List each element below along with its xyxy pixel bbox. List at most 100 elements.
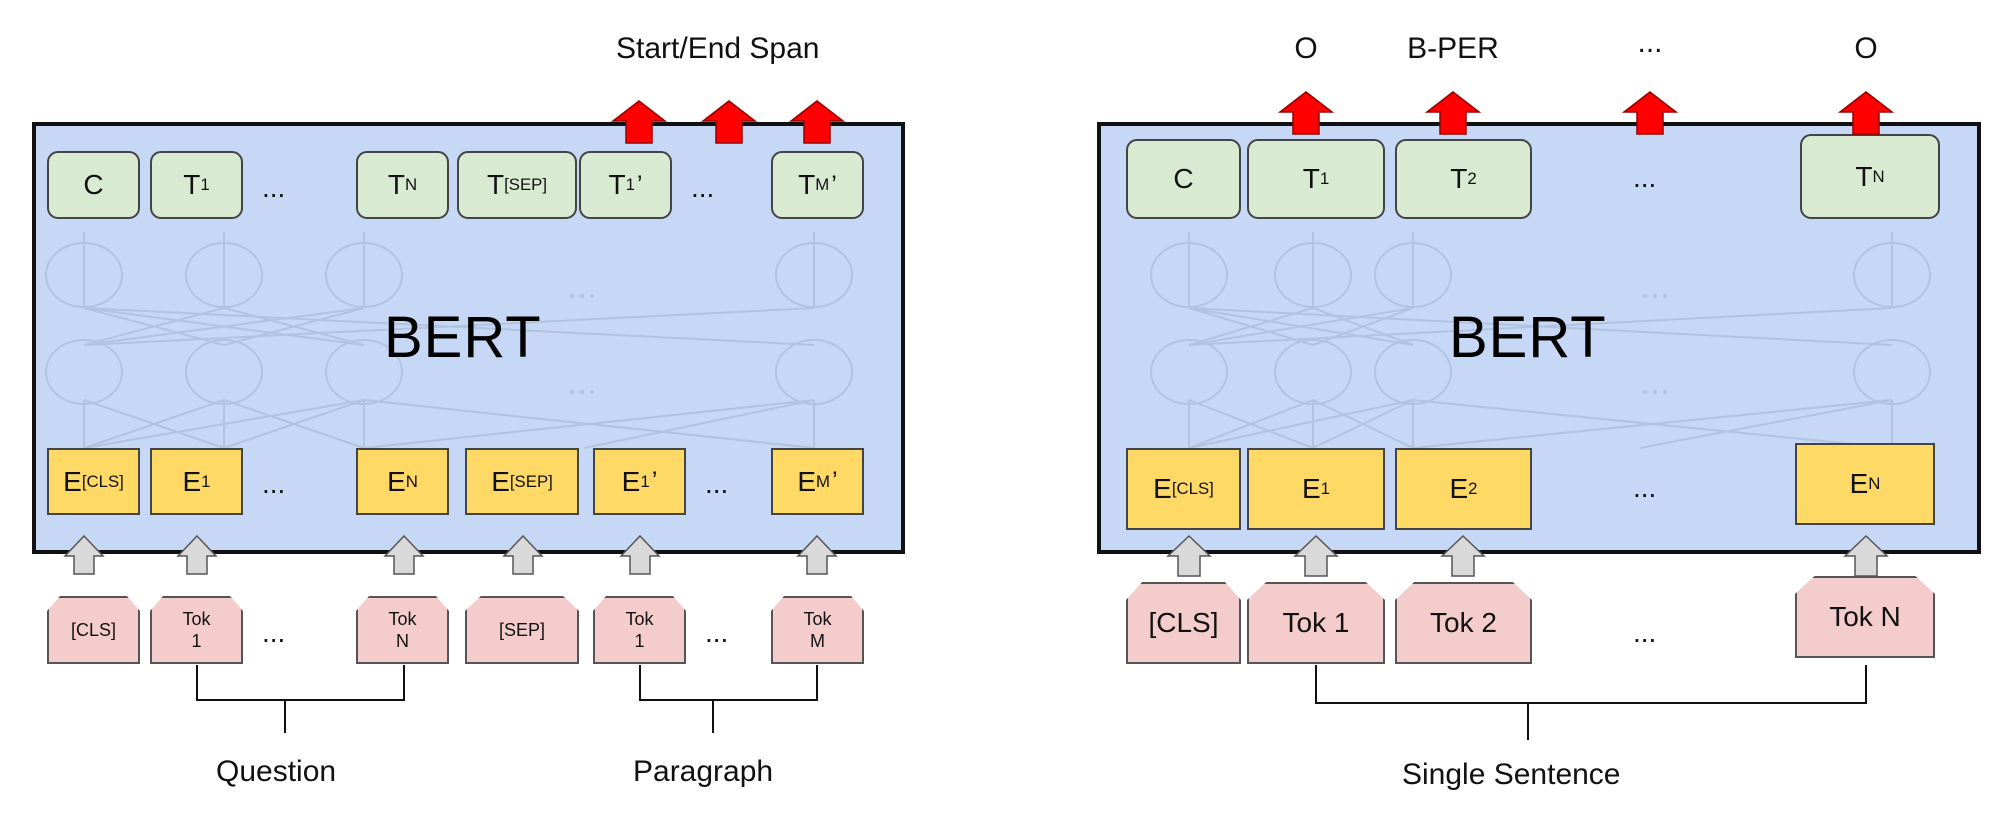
node-label: E — [621, 465, 641, 497]
embedding-node-ecls: E[CLS] — [1126, 448, 1241, 530]
network-background — [1150, 190, 1931, 449]
ellipsis: ... — [262, 617, 286, 648]
question-caption: Question — [216, 755, 337, 788]
node-label: E — [182, 465, 202, 497]
ellipsis: ... — [705, 468, 729, 499]
node-label: E — [1153, 473, 1172, 504]
token-label: Tok 1 — [1282, 607, 1350, 638]
token-tok-2: Tok 2 — [1395, 582, 1532, 664]
node-subscript: 1 — [640, 471, 650, 491]
ellipsis: ... — [705, 617, 729, 648]
node-label: T — [608, 169, 626, 200]
ellipsis: ... — [691, 172, 715, 203]
token-line: N — [395, 631, 409, 651]
token-tok-1: Tok 1 — [1247, 582, 1385, 664]
input-arrow — [176, 534, 218, 575]
arrows-and-brackets — [63, 100, 846, 733]
node-subscript: 2 — [1468, 479, 1478, 498]
token-cls: [CLS] — [47, 596, 140, 664]
paragraph-caption: Paragraph — [633, 755, 774, 788]
embedding-node-ecls: E[CLS] — [47, 448, 140, 515]
ellipsis: ... — [1633, 472, 1657, 503]
ellipsis: ... — [1633, 162, 1657, 193]
node-subscript: M — [815, 175, 830, 194]
input-arrow — [619, 534, 661, 575]
arrows-and-brackets — [1166, 91, 1895, 740]
input-arrow — [1293, 534, 1339, 577]
output-arrow — [1424, 91, 1482, 135]
node-subscript: [CLS] — [81, 471, 124, 491]
node-label: E — [1301, 473, 1321, 504]
question-bracket — [196, 665, 405, 701]
node-label: T — [1855, 160, 1873, 192]
input-arrow — [502, 534, 544, 575]
node-label: E — [387, 465, 406, 497]
input-arrow — [796, 534, 838, 575]
paragraph-bracket — [639, 665, 818, 701]
node-subscript: N — [1872, 166, 1885, 186]
token-tok-n: Tok N — [1795, 576, 1935, 658]
token-line: 1 — [191, 631, 202, 651]
node-subscript: [CLS] — [1171, 479, 1214, 498]
prime-mark: ’ — [651, 467, 658, 495]
node-subscript: [SEP] — [504, 175, 547, 194]
input-arrow — [1440, 534, 1486, 577]
ellipsis: ... — [262, 468, 286, 499]
token-line: Tok — [625, 609, 654, 629]
node-subscript: 1 — [1319, 169, 1330, 188]
output-node-c: C — [1126, 139, 1241, 219]
output-label-o-last: O — [1854, 32, 1878, 65]
output-node-tsep: T[SEP] — [457, 151, 577, 219]
token-label: [CLS] — [1148, 607, 1219, 638]
prime-mark: ’ — [831, 170, 837, 199]
node-subscript: 2 — [1467, 169, 1477, 188]
node-subscript: 1 — [1320, 479, 1331, 498]
output-node-c: C — [47, 151, 140, 219]
token-cls: [CLS] — [1126, 582, 1241, 664]
ellipsis: ... — [1633, 617, 1657, 648]
node-label: T — [1450, 163, 1468, 194]
input-arrow — [1166, 534, 1212, 577]
node-label: C — [1173, 163, 1194, 194]
node-label: T — [183, 169, 201, 200]
token-line: Tok — [803, 609, 832, 629]
token-line: M — [809, 631, 825, 651]
node-subscript: [SEP] — [509, 471, 553, 491]
output-title: Start/End Span — [616, 32, 820, 65]
output-arrow — [788, 100, 846, 144]
bert-label: BERT — [1449, 305, 1607, 370]
node-label: E — [1449, 473, 1469, 504]
node-label: T — [1302, 163, 1320, 194]
node-label: T — [798, 169, 816, 200]
token-label: Tok 2 — [1430, 607, 1497, 638]
token-line: [CLS] — [70, 620, 117, 640]
node-label: T — [387, 169, 405, 200]
bert-label: BERT — [384, 305, 542, 370]
node-subscript: M — [816, 471, 831, 491]
output-arrow — [700, 100, 758, 144]
node-subscript: 1 — [201, 471, 211, 491]
prime-mark: ’ — [636, 170, 643, 199]
node-subscript: N — [405, 471, 418, 491]
output-arrow — [610, 100, 668, 144]
input-arrow — [383, 534, 425, 575]
output-label-ellipsis: ... — [1637, 26, 1663, 59]
node-label: E — [1849, 468, 1869, 499]
